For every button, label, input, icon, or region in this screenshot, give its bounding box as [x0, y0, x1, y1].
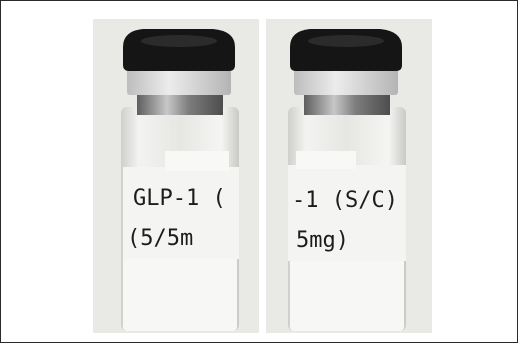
label-line-1: GLP-1 ( [133, 186, 226, 211]
vial-left-drawing: GLP-1 ( (5/5m [93, 19, 259, 333]
cap-top-ridge [141, 35, 217, 47]
cap-top-ridge [308, 35, 384, 47]
vial-powder [123, 247, 237, 331]
vial-label [123, 167, 239, 259]
label-line-2: 5mg) [296, 228, 349, 253]
vial-photo-left: GLP-1 ( (5/5m [93, 19, 259, 333]
vial-photo-right: -1 (S/C) 5mg) [266, 19, 432, 333]
vial-powder [290, 247, 404, 331]
label-tab [296, 151, 356, 169]
vial-right-drawing: -1 (S/C) 5mg) [266, 19, 432, 333]
vial-crimp [294, 67, 398, 95]
vial-label [288, 165, 406, 261]
label-line-1: -1 (S/C) [292, 188, 398, 213]
label-tab [165, 151, 229, 171]
label-line-2: (5/5m [127, 226, 193, 251]
vial-crimp [127, 67, 231, 95]
